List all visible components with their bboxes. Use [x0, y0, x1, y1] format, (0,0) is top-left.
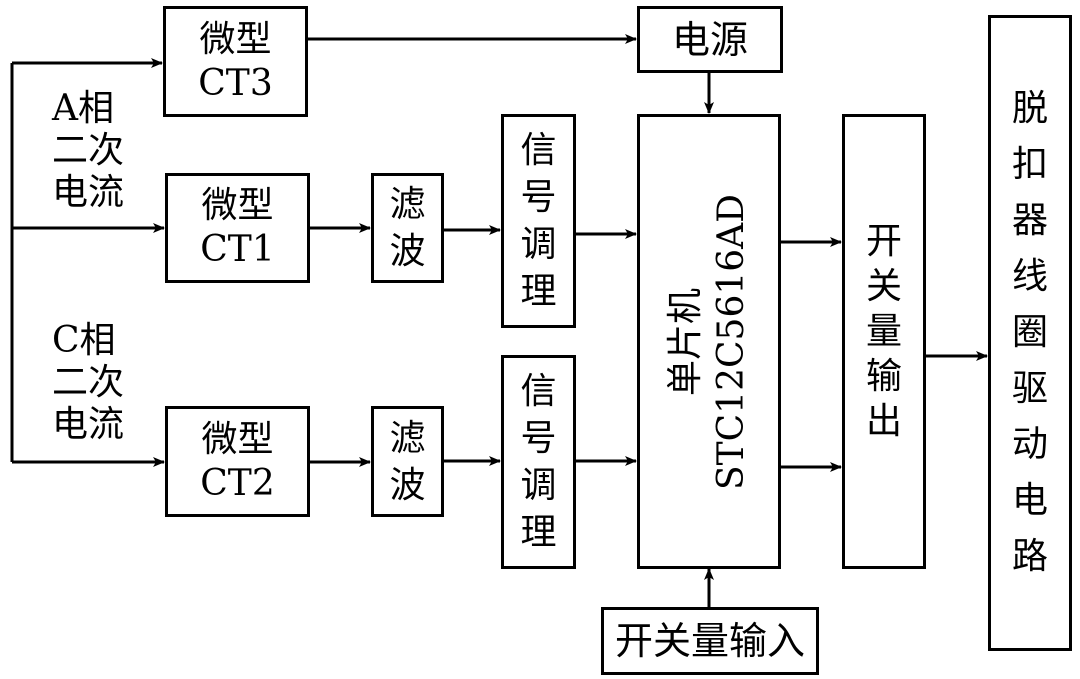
phase-a-label-line2: 二次 — [52, 130, 125, 171]
conditioning2-block: 信号调理 — [501, 355, 576, 569]
switch-input-label: 开关量输入 — [614, 619, 805, 663]
filter1-label: 滤波 — [389, 184, 426, 272]
filter1-block: 滤波 — [371, 173, 444, 283]
ct2-line1: 微型 — [201, 418, 274, 460]
filter2-label: 滤波 — [389, 417, 426, 506]
phase-c-label: C相 二次 电流 — [52, 320, 124, 446]
phase-c-label-line3: 电流 — [52, 404, 125, 445]
ct3-line2: CT3 — [198, 62, 273, 104]
switch-output-label: 开关量输出 — [865, 221, 902, 442]
phase-c-label-line1: C相 — [52, 320, 116, 361]
filter2-block: 滤波 — [371, 406, 444, 517]
mcu-label-line1: 单片机 — [665, 287, 706, 396]
ct2-block: 微型 CT2 — [165, 406, 310, 517]
power-block: 电源 — [637, 6, 783, 73]
ct2-line2: CT2 — [200, 462, 275, 504]
conditioning1-block: 信号调理 — [501, 114, 576, 328]
trip-driver-block: 脱扣器线圈驱动电路 — [988, 15, 1072, 651]
trip-driver-label: 脱扣器线圈驱动电路 — [1011, 88, 1048, 577]
switch-output-block: 开关量输出 — [842, 114, 926, 569]
phase-c-label-line2: 二次 — [52, 362, 125, 403]
phase-a-label: A相 二次 电流 — [52, 88, 124, 214]
ct3-block: 微型 CT3 — [163, 6, 308, 117]
ct1-line1: 微型 — [201, 185, 274, 226]
phase-a-label-line3: 电流 — [52, 172, 125, 213]
switch-input-block: 开关量输入 — [601, 607, 819, 675]
ct1-line2: CT1 — [200, 229, 275, 270]
ct1-block: 微型 CT1 — [165, 173, 310, 283]
ct3-line1: 微型 — [199, 18, 272, 60]
phase-a-label-line1: A相 — [52, 88, 114, 129]
conditioning1-label: 信号调理 — [520, 130, 557, 312]
mcu-block: 单片机 STC12C5616AD — [637, 114, 781, 569]
conditioning2-label: 信号调理 — [520, 371, 557, 553]
power-label: 电源 — [671, 17, 748, 62]
mcu-label-line2: STC12C5616AD — [711, 193, 752, 490]
